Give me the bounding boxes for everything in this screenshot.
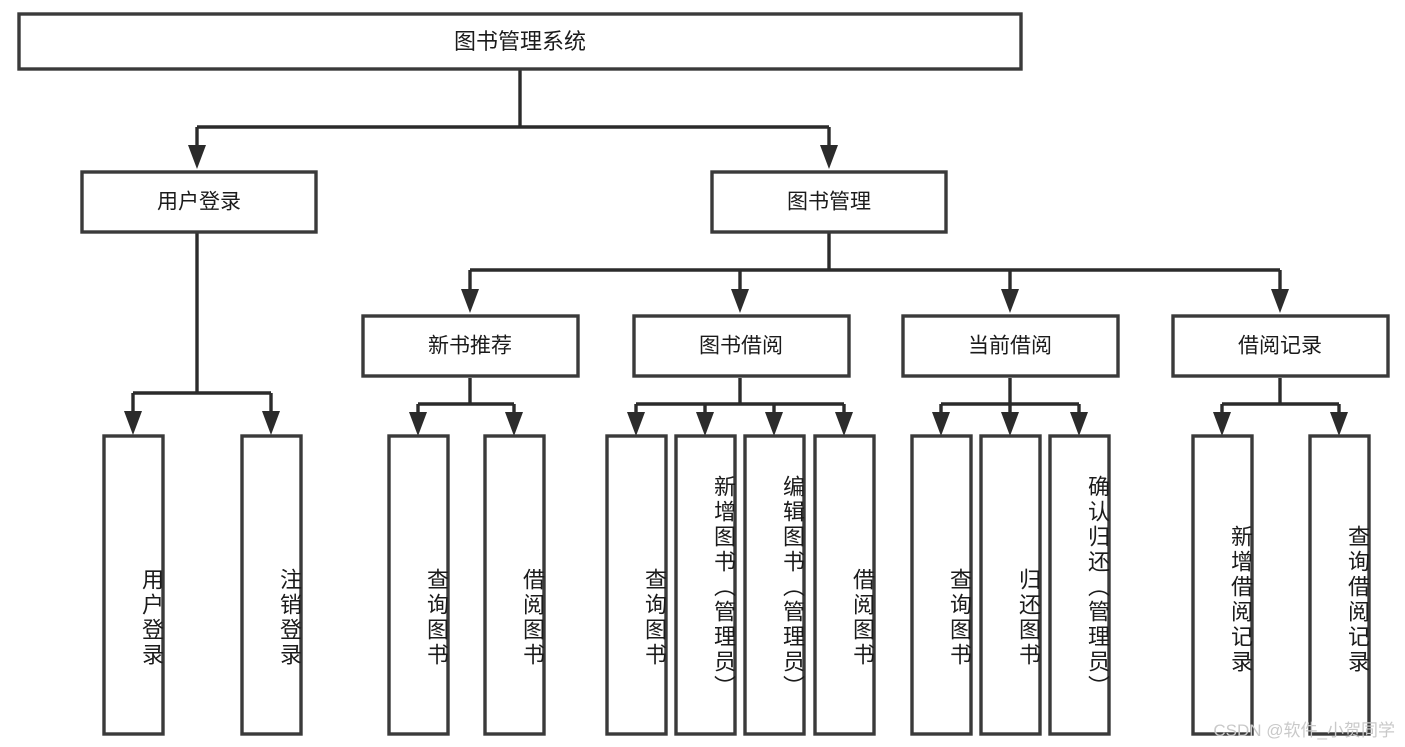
node-book-borrow-label: 图书借阅 [699, 335, 783, 358]
leaf-box-query-book-2 [605, 434, 668, 736]
leaf-box-logout [240, 434, 303, 736]
leaf-box-add-book [674, 434, 737, 736]
node-current-borrow[interactable]: 当前借阅 [901, 314, 1120, 378]
leaf-box-query-record [1308, 434, 1371, 736]
node-user-login-label: 用户登录 [157, 191, 241, 214]
node-borrow-record[interactable]: 借阅记录 [1171, 314, 1390, 378]
leaf-boxes [102, 434, 1371, 736]
leaf-box-query-book-1 [387, 434, 450, 736]
node-new-book-recommend-label: 新书推荐 [428, 335, 512, 358]
node-book-management[interactable]: 图书管理 [710, 170, 948, 234]
connector-bookborrow-to-leaves [627, 378, 853, 436]
leaf-box-borrow-book-2 [813, 434, 876, 736]
leaf-box-add-record [1191, 434, 1254, 736]
node-borrow-record-label: 借阅记录 [1238, 335, 1322, 358]
node-current-borrow-label: 当前借阅 [968, 335, 1052, 358]
leaf-box-return-book [979, 434, 1042, 736]
node-root[interactable]: 图书管理系统 [17, 12, 1023, 71]
leaf-box-user-login [102, 434, 165, 736]
leaf-box-edit-book [743, 434, 806, 736]
node-user-login[interactable]: 用户登录 [80, 170, 318, 234]
node-new-book-recommend[interactable]: 新书推荐 [361, 314, 580, 378]
connector-userlogin-to-leaves [124, 232, 280, 435]
leaf-box-query-book-3 [910, 434, 973, 736]
watermark: CSDN @软件_小贺同学 [1213, 721, 1395, 740]
leaf-box-confirm-return [1048, 434, 1111, 736]
connector-borrowrecord-to-leaves [1213, 378, 1348, 436]
node-book-management-label: 图书管理 [787, 191, 871, 214]
connector-currentborrow-to-leaves [932, 378, 1088, 436]
connector-bookmgmt-to-level3 [461, 232, 1289, 313]
node-root-label: 图书管理系统 [454, 29, 586, 54]
connector-newbook-to-leaves [409, 378, 523, 436]
leaf-box-borrow-book-1 [483, 434, 546, 736]
connector-root-to-level2 [188, 70, 838, 169]
node-book-borrow[interactable]: 图书借阅 [632, 314, 851, 378]
